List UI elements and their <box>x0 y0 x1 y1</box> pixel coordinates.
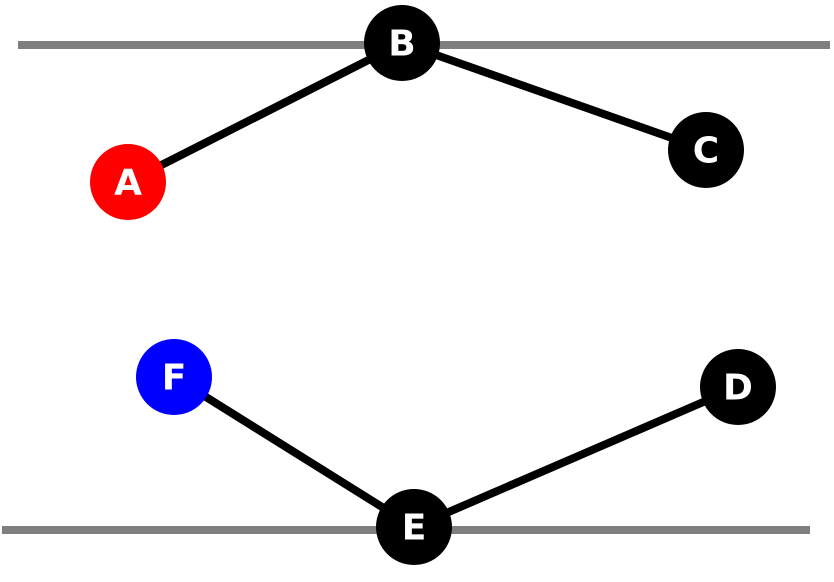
node-c: C <box>668 112 744 188</box>
edge-b-c <box>400 39 708 154</box>
edge-a-b <box>126 39 404 186</box>
node-e-label: E <box>402 508 427 549</box>
edges-group <box>126 39 740 531</box>
node-c-circle <box>668 112 744 188</box>
node-d-circle <box>700 349 776 425</box>
node-a: A <box>90 144 166 220</box>
node-b-label: B <box>388 24 415 65</box>
edge-e-d <box>412 383 740 531</box>
edge-f-e <box>171 373 417 531</box>
node-f-label: F <box>162 358 187 399</box>
node-b: B <box>364 5 440 81</box>
node-f: F <box>136 339 212 415</box>
nodes-group: A B C D E F <box>90 5 776 565</box>
node-d: D <box>700 349 776 425</box>
node-b-circle <box>364 5 440 81</box>
node-e: E <box>376 489 452 565</box>
node-f-circle <box>136 339 212 415</box>
node-a-circle <box>90 144 166 220</box>
node-c-label: C <box>693 131 719 172</box>
node-a-label: A <box>114 163 142 204</box>
node-d-label: D <box>723 368 753 409</box>
node-e-circle <box>376 489 452 565</box>
